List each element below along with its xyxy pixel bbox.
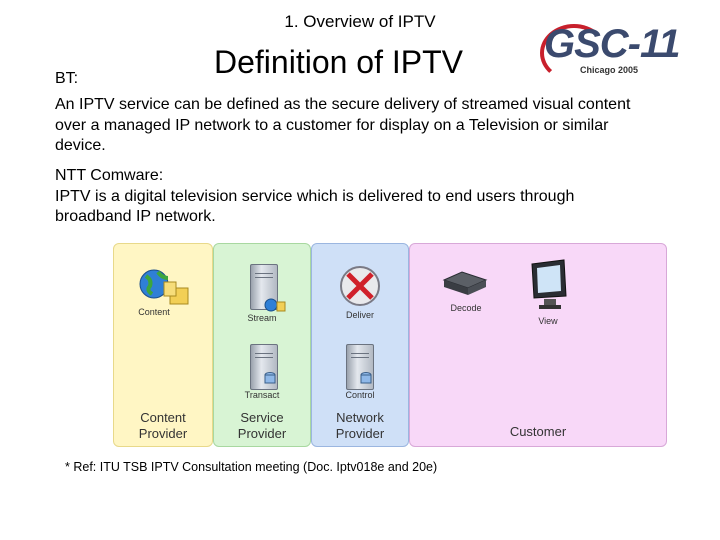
stream-globe-icon	[264, 298, 286, 312]
network-provider-label: Network Provider	[312, 410, 408, 442]
ntt-definition-block: NTT Comware: IPTV is a digital televisio…	[55, 166, 655, 228]
service-provider-label: Service Provider	[214, 410, 310, 442]
customer-label: Customer	[509, 424, 567, 439]
router-icon	[340, 266, 380, 306]
database-icon	[264, 372, 276, 384]
set-top-box-icon	[442, 271, 488, 295]
tv-monitor-icon	[531, 259, 567, 309]
ntt-label: NTT Comware:	[55, 167, 164, 184]
bt-label: BT:	[55, 70, 79, 87]
panel-label-line: Network	[336, 410, 384, 425]
panel-label-line: Provider	[335, 426, 385, 441]
network-provider-panel: Deliver Control Network Provider	[311, 243, 409, 447]
gsc-11-logo: GSC-11 Chicago 2005	[540, 22, 700, 82]
globe-folder-icon	[139, 269, 189, 305]
database-icon	[360, 372, 372, 384]
content-icon-label: Content	[138, 307, 170, 317]
content-provider-panel: Content Content Provider	[113, 243, 213, 447]
ntt-definition: IPTV is a digital television service whi…	[55, 187, 575, 226]
page-title: Definition of IPTV	[214, 44, 463, 80]
customer-panel: Decode View Customer	[409, 243, 667, 447]
panel-label-line: Provider	[138, 426, 188, 441]
stream-label: Stream	[247, 313, 277, 323]
logo-ring	[540, 24, 608, 82]
control-label: Control	[345, 390, 375, 400]
deliver-label: Deliver	[345, 310, 374, 320]
decode-label: Decode	[450, 303, 482, 313]
transact-label: Transact	[244, 390, 280, 400]
service-provider-panel: Stream Transact Service Provider	[213, 243, 311, 447]
reference-footnote: * Ref: ITU TSB IPTV Consultation meeting…	[65, 460, 438, 474]
section-title: 1. Overview of IPTV	[284, 12, 436, 31]
panel-label-line: Service	[240, 410, 284, 425]
panel-label-line: Provider	[237, 426, 287, 441]
panel-label-line: Content	[140, 410, 186, 425]
logo-subtext: Chicago 2005	[580, 65, 639, 75]
iptv-value-chain-diagram: Content Content Provider Stream Transact…	[113, 243, 667, 447]
logo-text: GSC-11	[544, 22, 681, 66]
bt-definition: An IPTV service can be defined as the se…	[55, 96, 631, 154]
view-label: View	[538, 316, 558, 326]
content-provider-label: Content Provider	[114, 410, 212, 442]
